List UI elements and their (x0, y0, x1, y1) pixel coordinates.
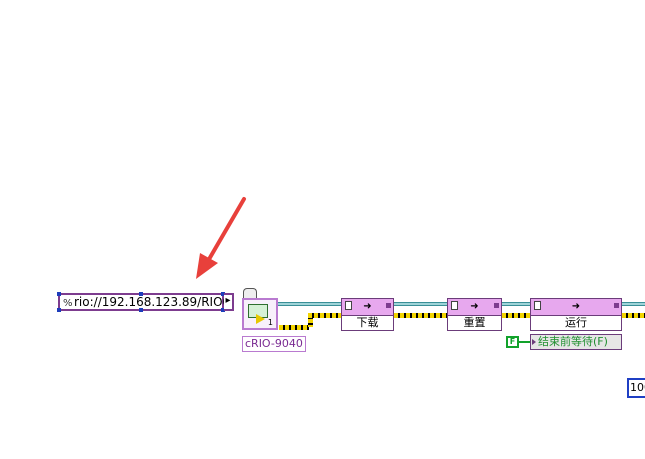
wait-until-done-label: 结束前等待(F) (538, 335, 608, 348)
error-wire-1b (308, 313, 313, 327)
terminal-icon (614, 303, 619, 308)
invoke-arrow-icon: ➜ (363, 301, 372, 312)
refnum-wire-2 (394, 302, 447, 306)
resize-handle[interactable] (57, 292, 61, 296)
resource-name-constant[interactable]: % rio://192.168.123.89/RIO0 (57, 292, 230, 312)
method-node-header: ➜ (342, 299, 393, 316)
terminal-icon (386, 303, 391, 308)
fpga-arrow-icon (256, 314, 265, 324)
error-wire-2 (394, 313, 447, 318)
resize-handle[interactable] (221, 308, 225, 312)
fpga-instance-number: 1 (267, 318, 273, 327)
method-node-header: ➜ (448, 299, 501, 316)
error-wire-1a (279, 325, 309, 330)
method-node-reset[interactable]: ➜ 重置 (447, 298, 502, 331)
resize-handle[interactable] (139, 292, 143, 296)
method-node-header: ➜ (531, 299, 621, 316)
false-boolean-constant[interactable]: F (506, 336, 519, 348)
boolean-wire (519, 341, 530, 343)
error-wire-3 (502, 313, 530, 318)
resource-icon: % (63, 298, 73, 309)
resize-handle[interactable] (139, 308, 143, 312)
refnum-wire-4 (622, 302, 645, 306)
input-terminal-icon (532, 339, 536, 345)
method-node-run[interactable]: ➜ 运行 (530, 298, 622, 331)
wait-until-done-parameter[interactable]: 结束前等待(F) (530, 334, 622, 350)
refnum-wire-3 (502, 302, 530, 306)
document-icon (451, 301, 458, 310)
document-icon (345, 301, 352, 310)
invoke-arrow-icon: ➜ (470, 301, 479, 312)
invoke-arrow-icon: ➜ (571, 301, 581, 312)
resource-name-value: rio://192.168.123.89/RIO0 (74, 295, 231, 309)
terminal-icon (494, 303, 499, 308)
method-label-run: 运行 (565, 316, 587, 329)
numeric-constant[interactable]: 100 (627, 378, 645, 398)
error-wire-1c (308, 313, 341, 318)
method-label-reset: 重置 (463, 316, 486, 329)
method-node-download[interactable]: ➜ 下载 (341, 298, 394, 331)
fpga-ref-tab-icon (243, 288, 257, 298)
error-wire-4 (622, 313, 645, 318)
resize-handle[interactable] (57, 308, 61, 312)
fpga-target-label[interactable]: cRIO-9040 (242, 336, 306, 352)
method-label-download: 下载 (356, 316, 379, 329)
resize-handle[interactable] (221, 292, 225, 296)
document-icon (534, 301, 541, 310)
resource-dropdown-arrow[interactable]: ▸ (224, 293, 234, 311)
refnum-wire-1 (278, 302, 341, 306)
annotation-arrow-icon (196, 197, 246, 279)
open-fpga-vi-reference[interactable]: 1 (242, 298, 278, 330)
